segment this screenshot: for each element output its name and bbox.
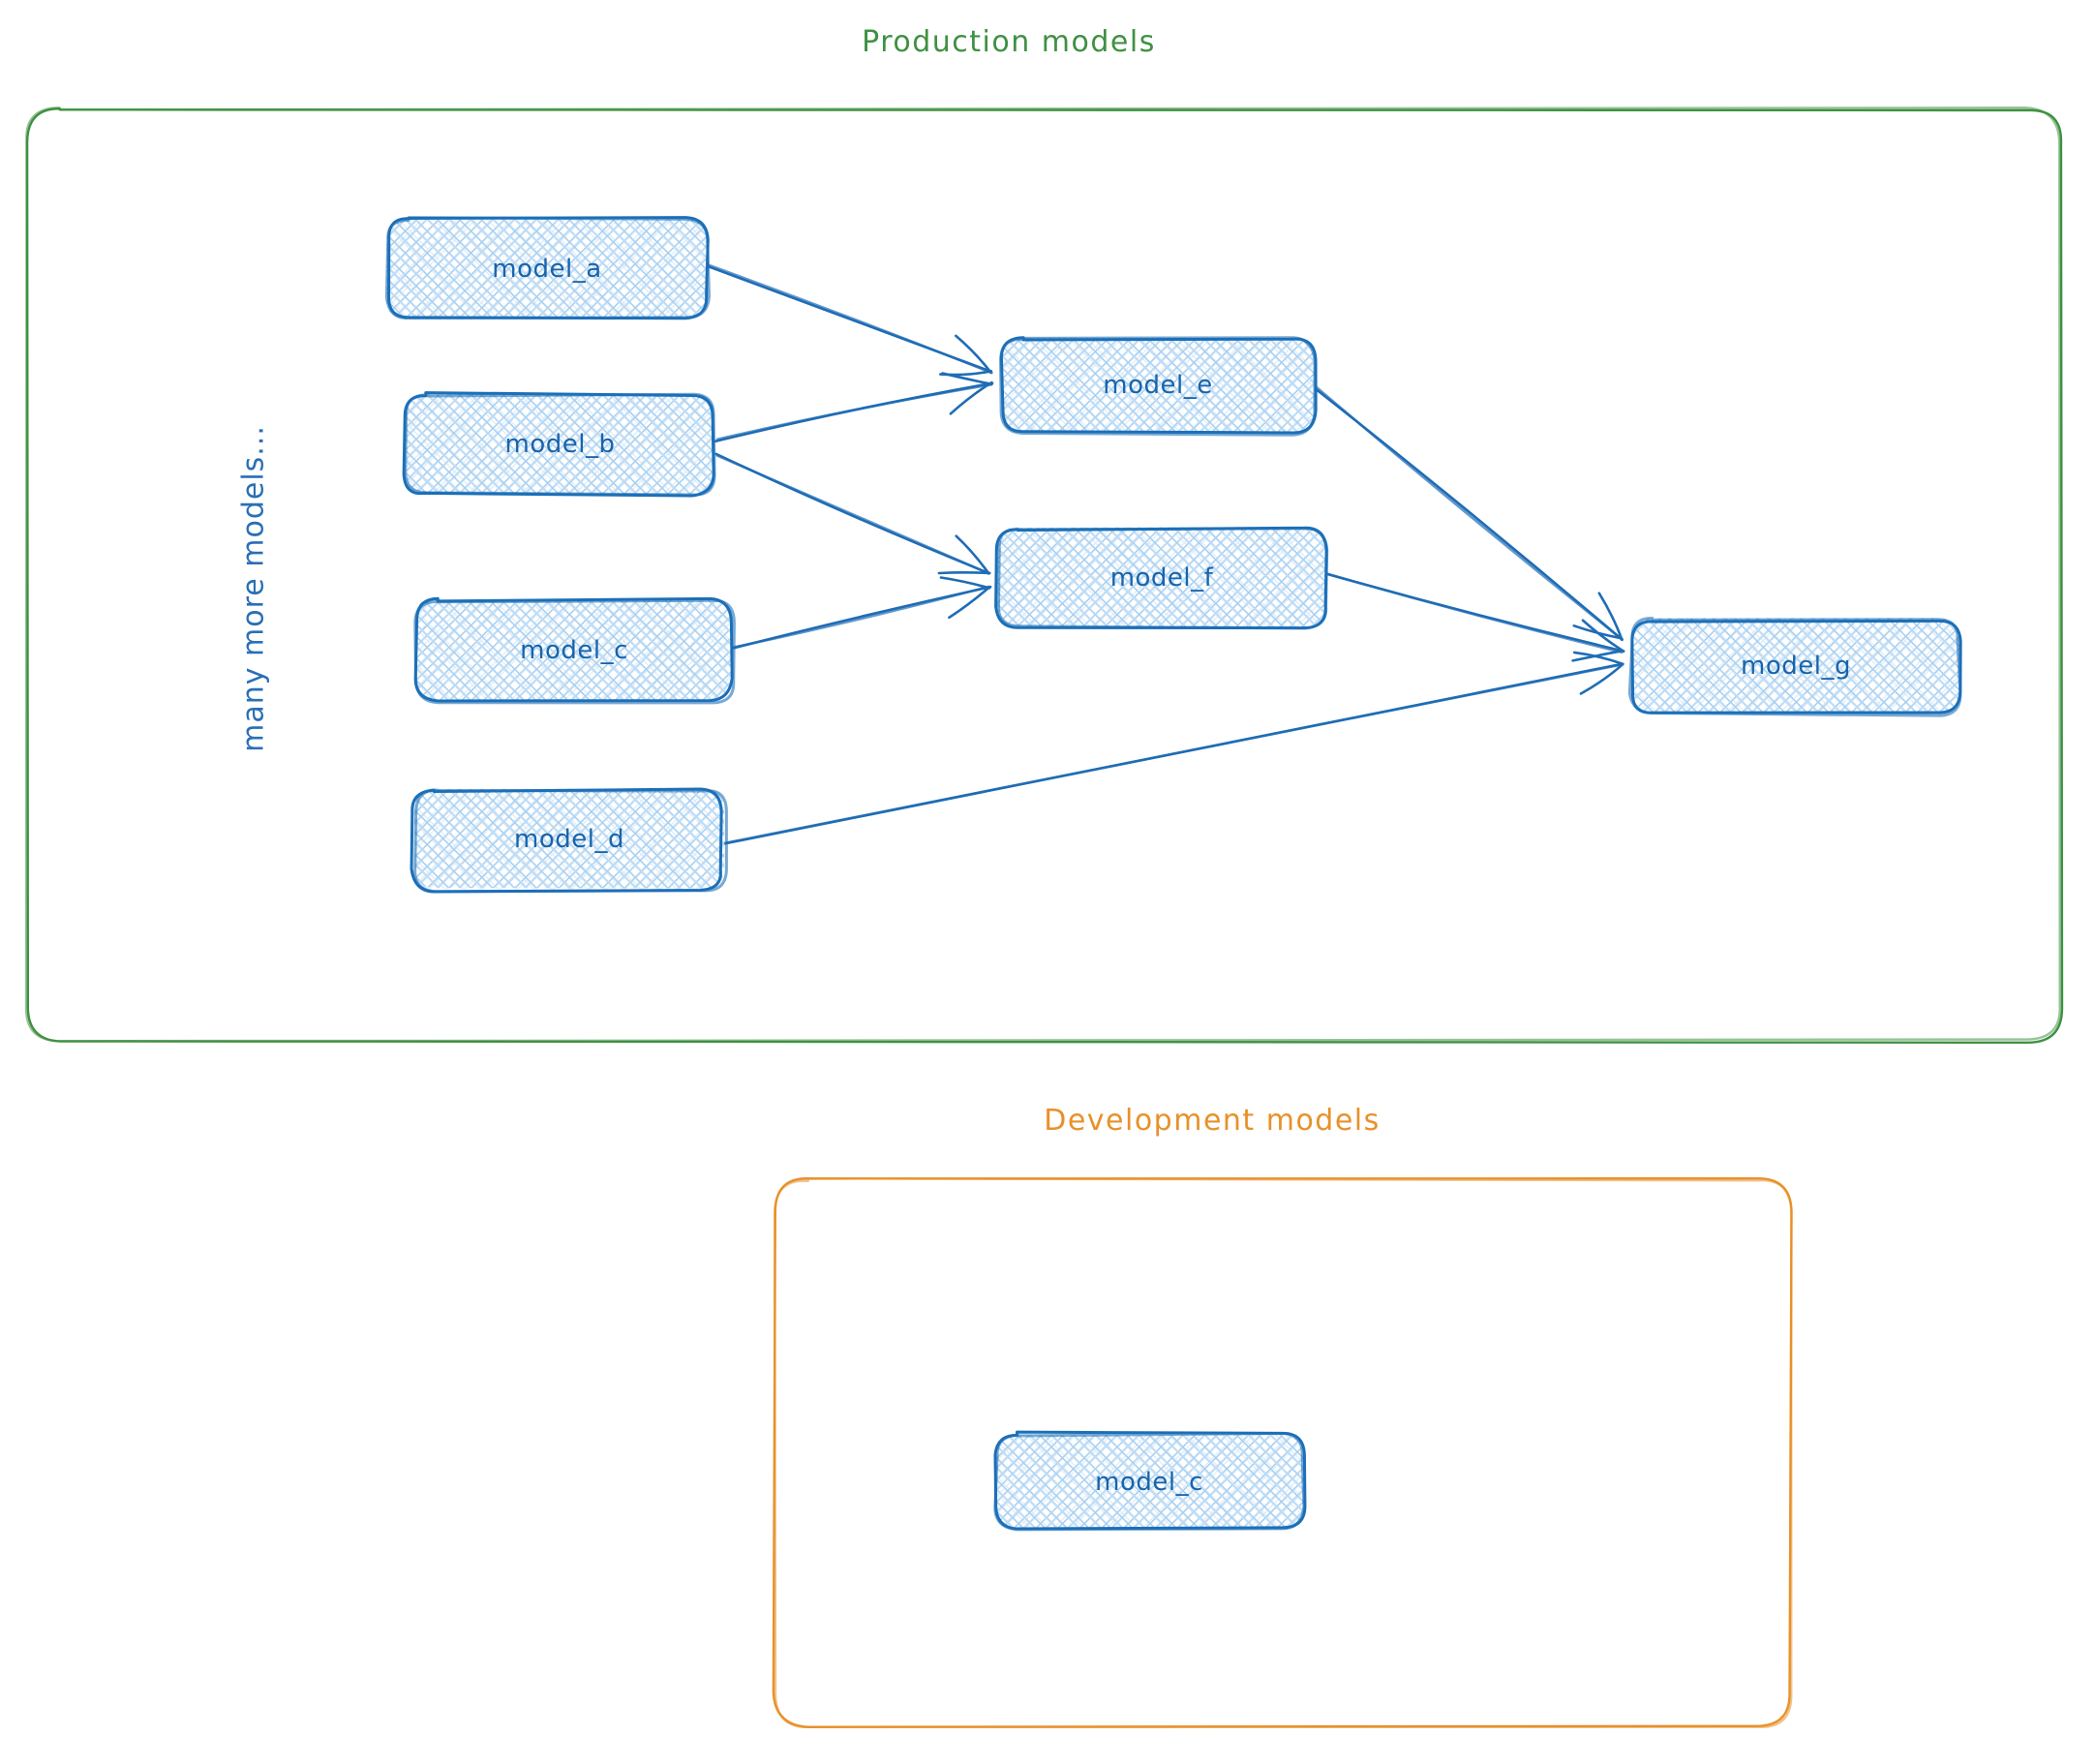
edge-a-to-e xyxy=(705,263,993,377)
node-model_c[interactable] xyxy=(413,596,736,705)
edge-f-to-g xyxy=(1326,572,1625,662)
node-model_b[interactable] xyxy=(402,391,716,498)
node-boxes xyxy=(384,216,1962,1532)
side-label-many-more-models: many more models... xyxy=(236,425,271,752)
edge-e-to-g xyxy=(1312,384,1624,642)
edge-b-to-f xyxy=(714,452,991,575)
edge-c-to-f xyxy=(730,576,992,650)
group-title-production: Production models xyxy=(862,25,1156,59)
group-container-development xyxy=(772,1177,1793,1729)
edge-arrows xyxy=(705,263,1625,845)
node-dev_model_c[interactable] xyxy=(993,1430,1307,1532)
group-containers xyxy=(24,106,2064,1729)
node-model_a[interactable] xyxy=(384,216,711,320)
node-model_f[interactable] xyxy=(994,526,1329,630)
group-container-production xyxy=(24,106,2064,1045)
edge-d-to-g xyxy=(723,651,1624,845)
node-model_d[interactable] xyxy=(410,787,728,894)
edge-b-to-e xyxy=(714,372,994,443)
node-model_g[interactable] xyxy=(1627,617,1962,717)
node-model_e[interactable] xyxy=(999,336,1318,437)
group-title-development: Development models xyxy=(1044,1104,1381,1138)
